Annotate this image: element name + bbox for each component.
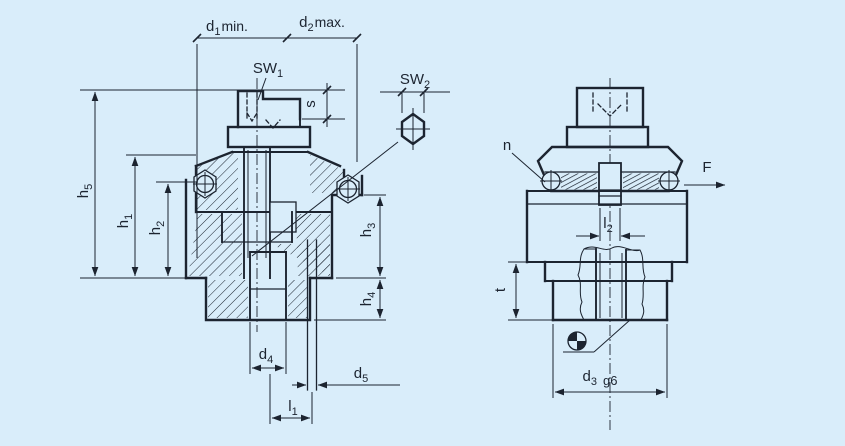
broken-out-section (577, 246, 646, 321)
dim-d4: d4 (249, 322, 287, 374)
hex-socket-hidden-right (592, 92, 628, 117)
dim-n-leader: n (503, 137, 546, 183)
dim-label-F: F (702, 159, 711, 176)
ball-detail-left (193, 169, 217, 199)
datum-symbol (563, 319, 631, 353)
dim-label-h3: h3 (358, 223, 378, 237)
dim-d5: d5 (292, 365, 400, 389)
dim-label-l1: l1 (288, 398, 297, 418)
dim-label-t: t (492, 287, 509, 292)
dim-sw1: SW1 (253, 60, 283, 101)
internal-structure-left (221, 146, 297, 290)
dim-label-d5: d5 (354, 365, 368, 385)
dim-label-d1: d1min. (206, 18, 248, 38)
dim-d1-d2: d1min. d2max. (192, 14, 362, 258)
dim-s: s (80, 83, 345, 127)
dim-h-group-left: h5 h1 h2 (75, 91, 206, 279)
shank-outline (543, 260, 674, 322)
dim-l2: l2 (576, 208, 645, 241)
dim-l1: l1 (269, 374, 313, 424)
sw2-leader-line (251, 141, 399, 257)
dim-label-d2: d2max. (299, 14, 345, 34)
screw-head-outline (236, 89, 302, 129)
ball-right-view-right (658, 170, 680, 192)
dim-t: t (492, 261, 553, 321)
dim-label-d4: d4 (259, 346, 273, 366)
collar-outline (226, 125, 312, 149)
sw2-hex-detail (380, 87, 450, 150)
dim-label-h5: h5 (75, 184, 95, 198)
dim-h-group-right: h3 h4 (314, 194, 386, 321)
dim-label-l2: l2 (603, 215, 612, 235)
center-slot (598, 162, 622, 206)
dim-label-n: n (503, 137, 511, 154)
spring-section-right (623, 173, 659, 190)
dim-label-h2: h2 (147, 221, 167, 235)
dim-label-s: s (302, 100, 319, 108)
spring-section-left (561, 173, 597, 190)
left-sectional-view (184, 78, 399, 391)
dim-label-h1: h1 (115, 214, 135, 228)
hatch-regions-left (188, 153, 344, 318)
dim-label-sw2: SW2 (400, 71, 430, 91)
cylinder-body (525, 189, 689, 264)
dim-label-sw1: SW1 (253, 60, 283, 80)
pin-d5 (306, 239, 318, 391)
force-arrow-F: F (684, 159, 726, 189)
dim-label-h4: h4 (358, 292, 378, 306)
